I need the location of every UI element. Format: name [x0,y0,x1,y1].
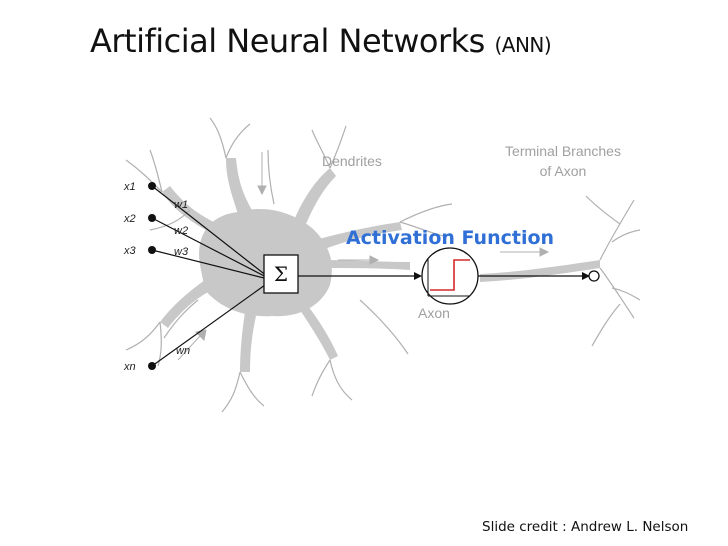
step-function-curve [430,259,470,291]
title-abbr: (ANN) [494,33,552,57]
summation-symbol: Σ [274,262,288,286]
input-node-x3 [148,246,156,254]
input-node-x2 [148,214,156,222]
axon-arrow-in [414,272,422,280]
weight-label-w1: w1 [174,199,188,211]
weight-label-w2: w2 [174,225,188,237]
input-node-xn [148,362,156,370]
dendrites-label: Dendrites [322,153,382,169]
signal-arrows [177,152,550,361]
terminal-branches-label-line1: Terminal Branches [505,143,621,159]
input-nodes [148,182,156,370]
input-connections [151,185,273,367]
terminal-branches-label-line2: of Axon [540,163,587,179]
neuron-silhouette [160,158,600,372]
slide-title: Artificial Neural Networks (ANN) [90,22,552,60]
input-label-x3: x3 [123,245,137,257]
activation-axes [427,258,470,297]
input-node-x1 [148,182,156,190]
output-node [588,270,600,282]
weight-label-wn: wn [176,345,190,357]
input-label-x1: x1 [123,181,136,193]
summation-box [263,254,299,294]
dendrite-branches [125,117,641,413]
title-main: Artificial Neural Networks [90,22,485,60]
axon-label: Axon [418,305,450,321]
slide-credit: Slide credit : Andrew L. Nelson [482,519,689,535]
weight-label-w3: w3 [174,246,189,258]
axon-arrow-out [582,272,590,280]
input-label-x2: x2 [123,213,136,225]
activation-function-label: Activation Function [346,227,554,249]
input-label-xn: xn [123,361,136,373]
